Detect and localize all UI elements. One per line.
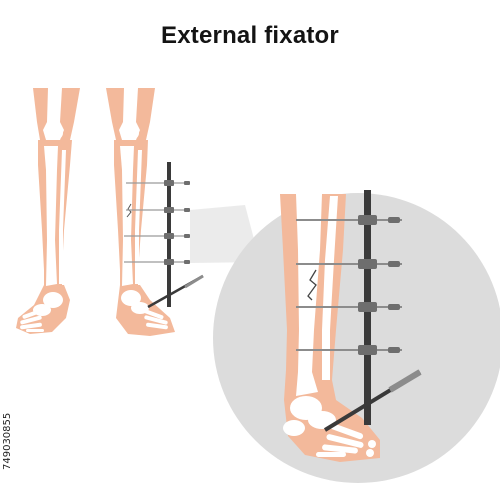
magnified-leg	[280, 194, 380, 462]
zoom-connector	[190, 205, 260, 263]
external-fixator-small	[124, 162, 204, 309]
left-leg-illustration	[16, 88, 80, 334]
fracture-line-large	[307, 269, 317, 301]
external-fixator-large	[296, 190, 422, 432]
right-leg-illustration	[106, 88, 175, 336]
diagram-title: External fixator	[161, 22, 339, 49]
stock-id-label: 749030855	[2, 412, 13, 470]
